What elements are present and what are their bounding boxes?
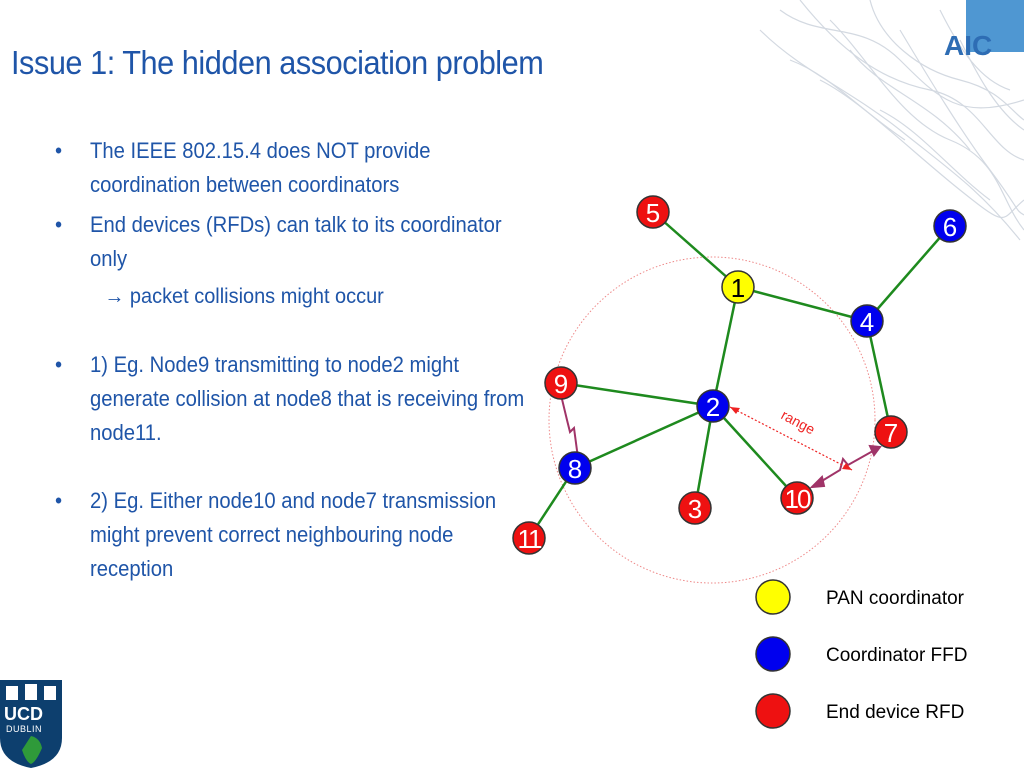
node: 7 — [874, 415, 908, 449]
legend-swatch-ffd — [755, 636, 791, 672]
node-label: 1 — [731, 273, 745, 303]
bullet-item: • End devices (RFDs) can talk to its coo… — [55, 208, 532, 276]
node: 4 — [850, 304, 884, 338]
link-2-8 — [574, 404, 714, 470]
arrow-head — [868, 444, 882, 457]
node-label: 6 — [943, 212, 957, 242]
range-arrow: range — [729, 406, 853, 471]
legend-label-ffd: Coordinator FFD — [826, 645, 968, 666]
legend-label-rfd: End device RFD — [826, 702, 964, 723]
node-label: 8 — [568, 454, 582, 484]
link-5-1 — [652, 211, 739, 288]
node: 5 — [636, 195, 670, 229]
dublin-text: DUBLIN — [6, 724, 43, 734]
link-2-10 — [712, 405, 798, 499]
link-1-2 — [711, 286, 740, 407]
aic-logo-box — [966, 0, 1024, 52]
ucd-logo: UCD DUBLIN — [0, 676, 62, 768]
interference-marks — [560, 394, 882, 489]
node: 1 — [721, 270, 755, 304]
sub-bullet: → packet collisions might occur — [55, 280, 483, 314]
legend-label-pan: PAN coordinator — [826, 588, 965, 609]
bullet-text: 1) Eg. Node9 transmitting to node2 might… — [89, 352, 525, 445]
node: 11 — [512, 521, 546, 555]
legend-swatch-rfd — [755, 693, 791, 729]
legend-swatch-pan — [755, 579, 791, 615]
bullet-marker: • — [55, 212, 63, 237]
ucd-text: UCD — [4, 704, 43, 724]
node: 10 — [780, 481, 814, 515]
node: 3 — [678, 491, 712, 525]
aic-logo-text: AIC — [944, 30, 993, 61]
node-label: 7 — [884, 418, 898, 448]
aic-logo: AIC — [940, 0, 1024, 70]
bullet-marker: • — [55, 138, 63, 163]
node-label: 5 — [646, 198, 660, 228]
arrow-icon: → — [104, 285, 125, 308]
ucd-crest — [0, 680, 62, 768]
link-4-7 — [865, 320, 893, 433]
bullet-list: • The IEEE 802.15.4 does NOT provide coo… — [55, 134, 524, 586]
node-label: 3 — [688, 494, 702, 524]
bullet-item: • 1) Eg. Node9 transmitting to node2 mig… — [55, 348, 532, 450]
bullet-marker: • — [55, 488, 63, 513]
interference-9-8 — [560, 394, 579, 459]
range-label: range — [779, 407, 818, 438]
link-1-4 — [737, 285, 868, 323]
bullet-text: 2) Eg. Either node10 and node7 transmiss… — [89, 488, 497, 581]
bullet-marker: • — [55, 352, 63, 377]
bullet-text: The IEEE 802.15.4 does NOT provide coord… — [89, 138, 431, 197]
node-label: 4 — [860, 307, 874, 337]
arrow-head — [809, 475, 826, 489]
link-2-9 — [560, 381, 714, 408]
node: 2 — [696, 389, 730, 423]
node-label: 11 — [518, 524, 543, 554]
legend: PAN coordinator Coordinator FFD End devi… — [755, 579, 968, 729]
slide-title: Issue 1: The hidden association problem — [11, 44, 544, 81]
bullet-item: • 2) Eg. Either node10 and node7 transmi… — [55, 484, 532, 586]
links — [527, 211, 951, 539]
bullet-item: • The IEEE 802.15.4 does NOT provide coo… — [55, 134, 532, 202]
node-label: 10 — [785, 484, 811, 514]
node: 8 — [558, 451, 592, 485]
range-circle — [548, 256, 876, 584]
node-label: 9 — [554, 369, 568, 399]
interference-10-7 — [811, 446, 881, 488]
node: 9 — [544, 366, 578, 400]
bullet-text: End devices (RFDs) can talk to its coord… — [89, 212, 502, 271]
sub-bullet-text: packet collisions might occur — [129, 285, 384, 308]
node: 6 — [933, 209, 967, 243]
link-2-3 — [693, 405, 715, 509]
node-label: 2 — [706, 392, 720, 422]
link-4-6 — [866, 225, 951, 322]
